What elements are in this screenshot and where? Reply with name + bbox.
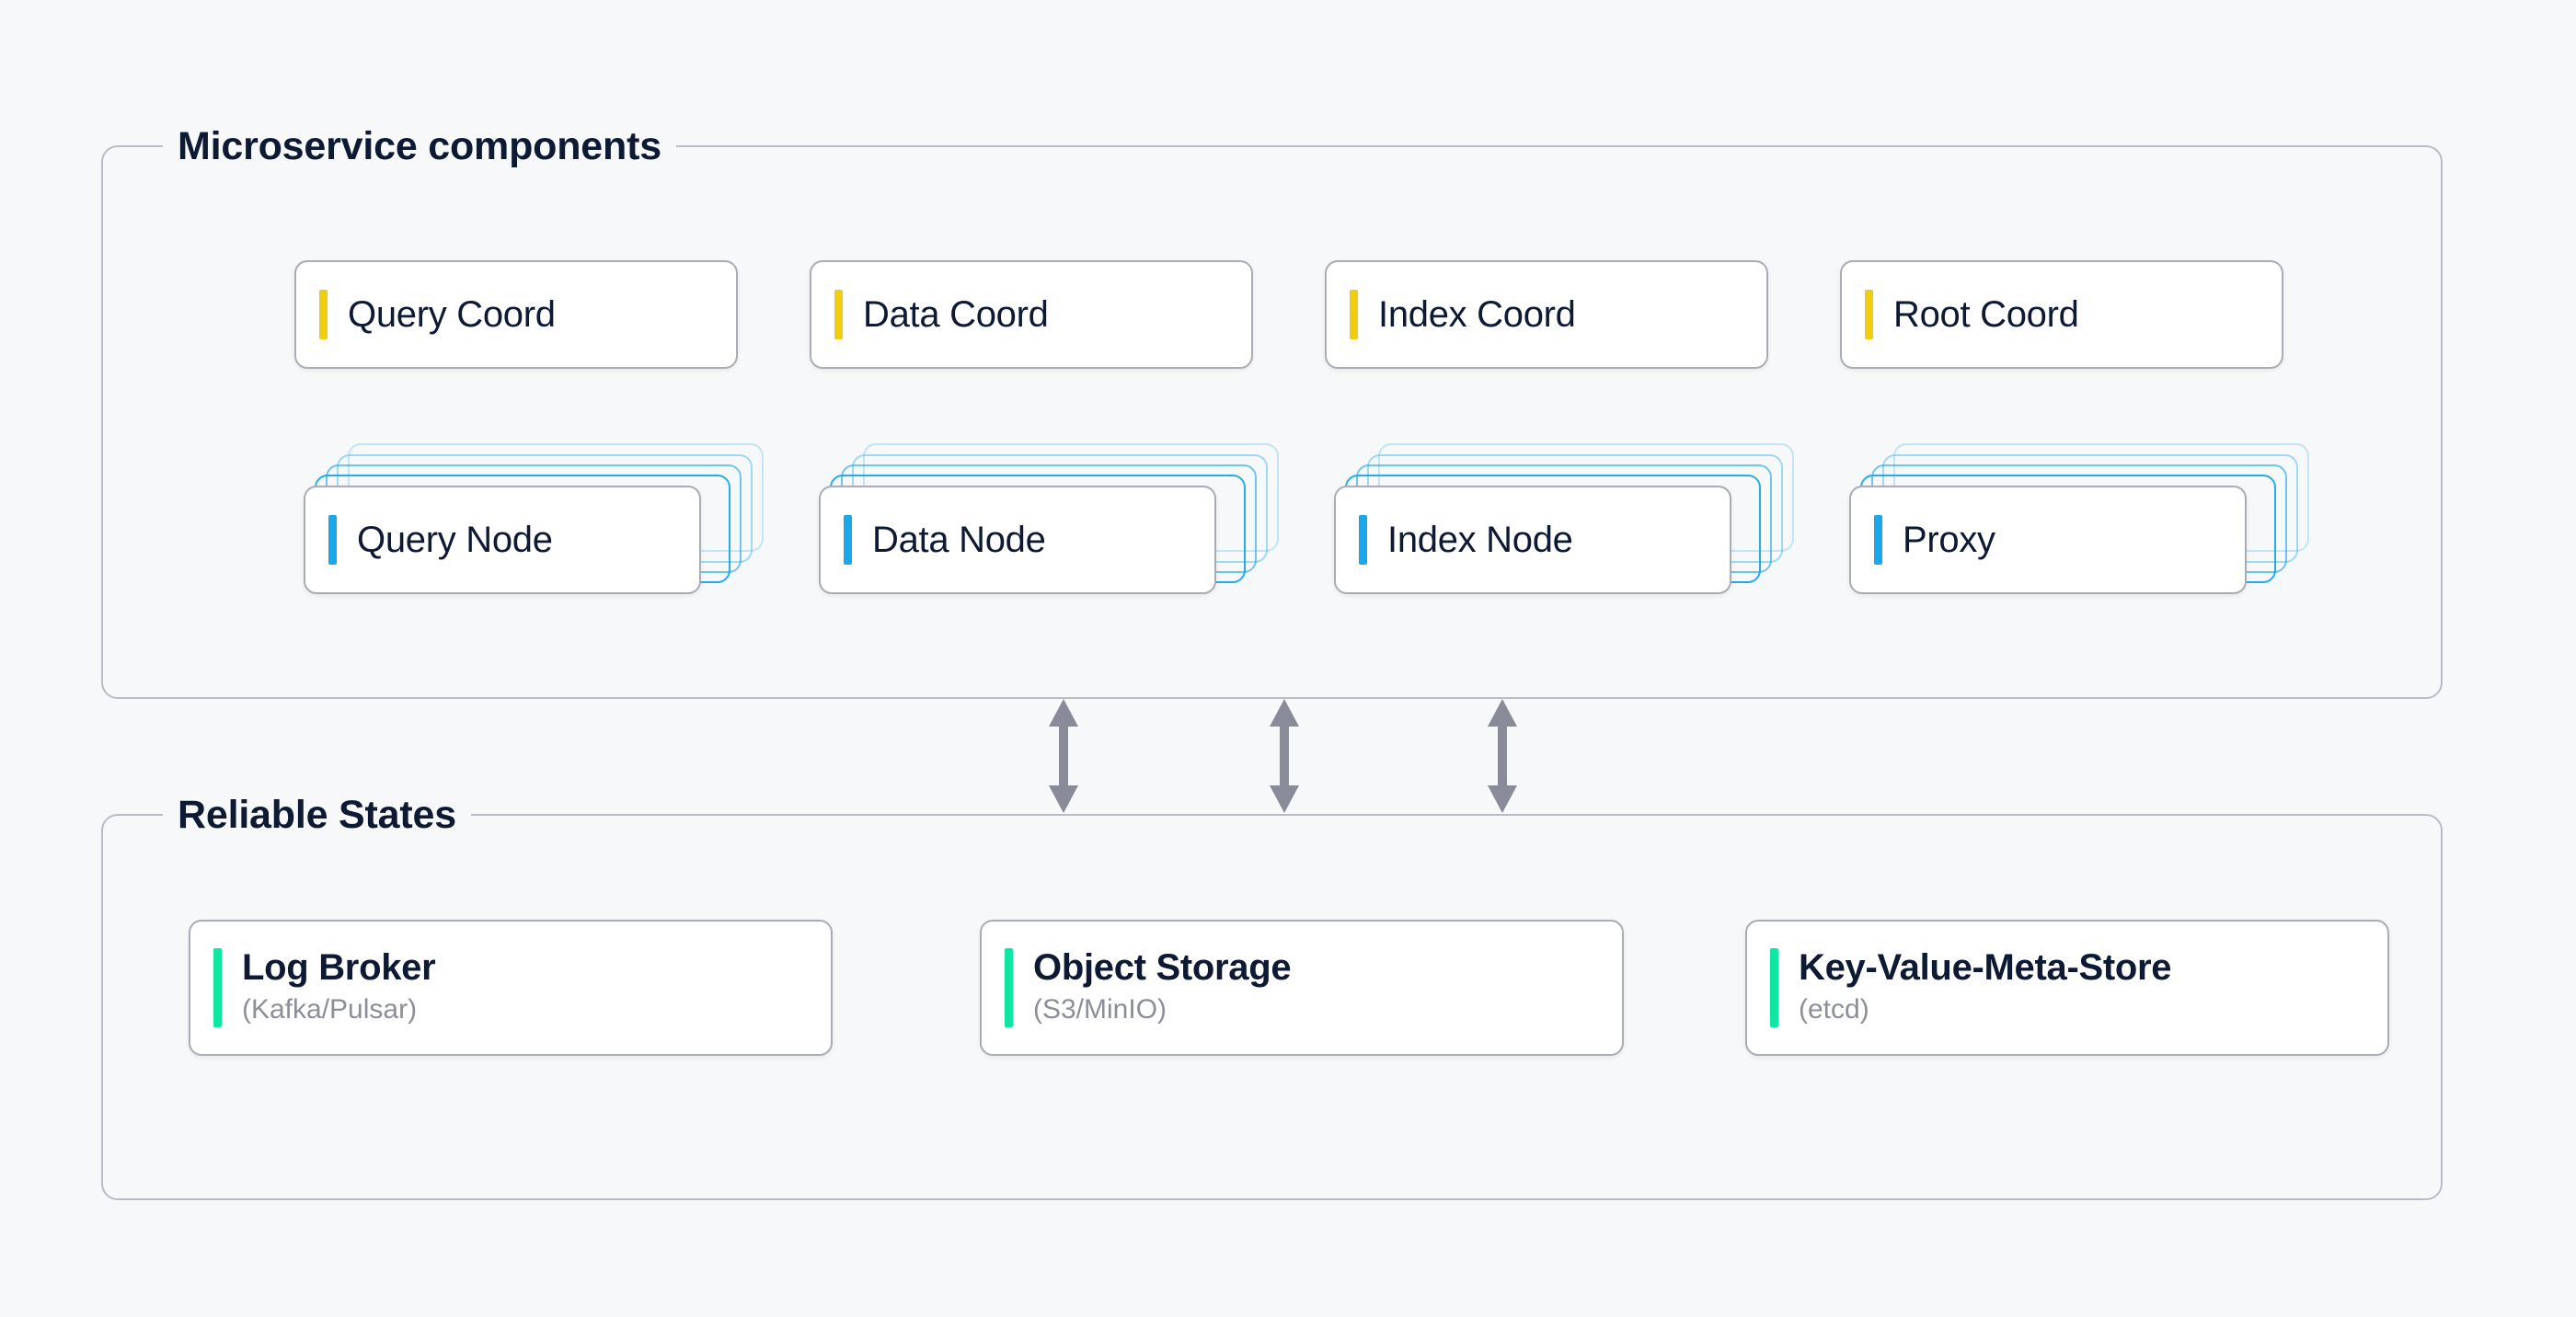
card-label: Index Coord bbox=[1378, 294, 1576, 335]
accent-bar-green bbox=[1770, 948, 1778, 1027]
accent-bar-blue bbox=[1874, 515, 1882, 565]
card-label: Index Node bbox=[1387, 520, 1573, 560]
card-label: Log Broker bbox=[242, 946, 436, 988]
card-text: Index Coord bbox=[1378, 293, 1576, 336]
card-text: Data Node bbox=[872, 519, 1046, 561]
connector-arrow-1 bbox=[1049, 699, 1078, 813]
card-label: Object Storage bbox=[1033, 946, 1292, 988]
connector-arrow-3 bbox=[1488, 699, 1517, 813]
card-text: Index Node bbox=[1387, 519, 1573, 561]
panel-reliable-states: Reliable States bbox=[101, 787, 2443, 1200]
card-key-value-meta-store[interactable]: Key-Value-Meta-Store (etcd) bbox=[1745, 920, 2389, 1056]
card-text: Root Coord bbox=[1893, 293, 2079, 336]
card-label: Data Coord bbox=[863, 294, 1049, 335]
card-label: Proxy bbox=[1903, 520, 1995, 560]
card-proxy[interactable]: Proxy bbox=[1849, 486, 2247, 594]
card-sublabel: (Kafka/Pulsar) bbox=[242, 993, 418, 1025]
card-label: Root Coord bbox=[1893, 294, 2079, 335]
accent-bar-green bbox=[213, 948, 222, 1027]
accent-bar-blue bbox=[844, 515, 852, 565]
card-text: Object Storage (S3/MinIO) bbox=[1033, 946, 1292, 1030]
card-text: Data Coord bbox=[863, 293, 1049, 336]
card-log-broker[interactable]: Log Broker (Kafka/Pulsar) bbox=[189, 920, 833, 1056]
accent-bar-blue bbox=[1359, 515, 1367, 565]
card-data-coord[interactable]: Data Coord bbox=[810, 260, 1253, 369]
panel-microservice-components: Microservice components bbox=[101, 119, 2443, 699]
accent-bar-green bbox=[1005, 948, 1013, 1027]
card-label: Key-Value-Meta-Store bbox=[1799, 946, 2172, 988]
node-group-index-node: Index Node bbox=[1334, 443, 1794, 600]
card-index-coord[interactable]: Index Coord bbox=[1325, 260, 1768, 369]
card-label: Query Coord bbox=[348, 294, 556, 335]
card-text: Proxy bbox=[1903, 519, 1995, 561]
card-label: Query Node bbox=[357, 520, 553, 560]
card-root-coord[interactable]: Root Coord bbox=[1840, 260, 2283, 369]
accent-bar-yellow bbox=[1865, 290, 1873, 339]
node-group-data-node: Data Node bbox=[819, 443, 1279, 600]
accent-bar-yellow bbox=[834, 290, 843, 339]
card-text: Query Coord bbox=[348, 293, 556, 336]
card-text: Log Broker (Kafka/Pulsar) bbox=[242, 946, 436, 1030]
accent-bar-yellow bbox=[1350, 290, 1358, 339]
connector-arrow-2 bbox=[1270, 699, 1299, 813]
card-label: Data Node bbox=[872, 520, 1046, 560]
card-data-node[interactable]: Data Node bbox=[819, 486, 1216, 594]
accent-bar-yellow bbox=[319, 290, 328, 339]
card-query-coord[interactable]: Query Coord bbox=[294, 260, 738, 369]
card-sublabel: (S3/MinIO) bbox=[1033, 993, 1167, 1025]
panel-title-reliable-states: Reliable States bbox=[163, 787, 471, 842]
card-text: Key-Value-Meta-Store (etcd) bbox=[1799, 946, 2172, 1030]
node-group-query-node: Query Node bbox=[304, 443, 764, 600]
panel-title-microservice-components: Microservice components bbox=[163, 119, 676, 174]
card-query-node[interactable]: Query Node bbox=[304, 486, 701, 594]
card-text: Query Node bbox=[357, 519, 553, 561]
node-group-proxy: Proxy bbox=[1849, 443, 2309, 600]
card-object-storage[interactable]: Object Storage (S3/MinIO) bbox=[980, 920, 1624, 1056]
card-index-node[interactable]: Index Node bbox=[1334, 486, 1731, 594]
card-sublabel: (etcd) bbox=[1799, 993, 1869, 1025]
accent-bar-blue bbox=[328, 515, 337, 565]
